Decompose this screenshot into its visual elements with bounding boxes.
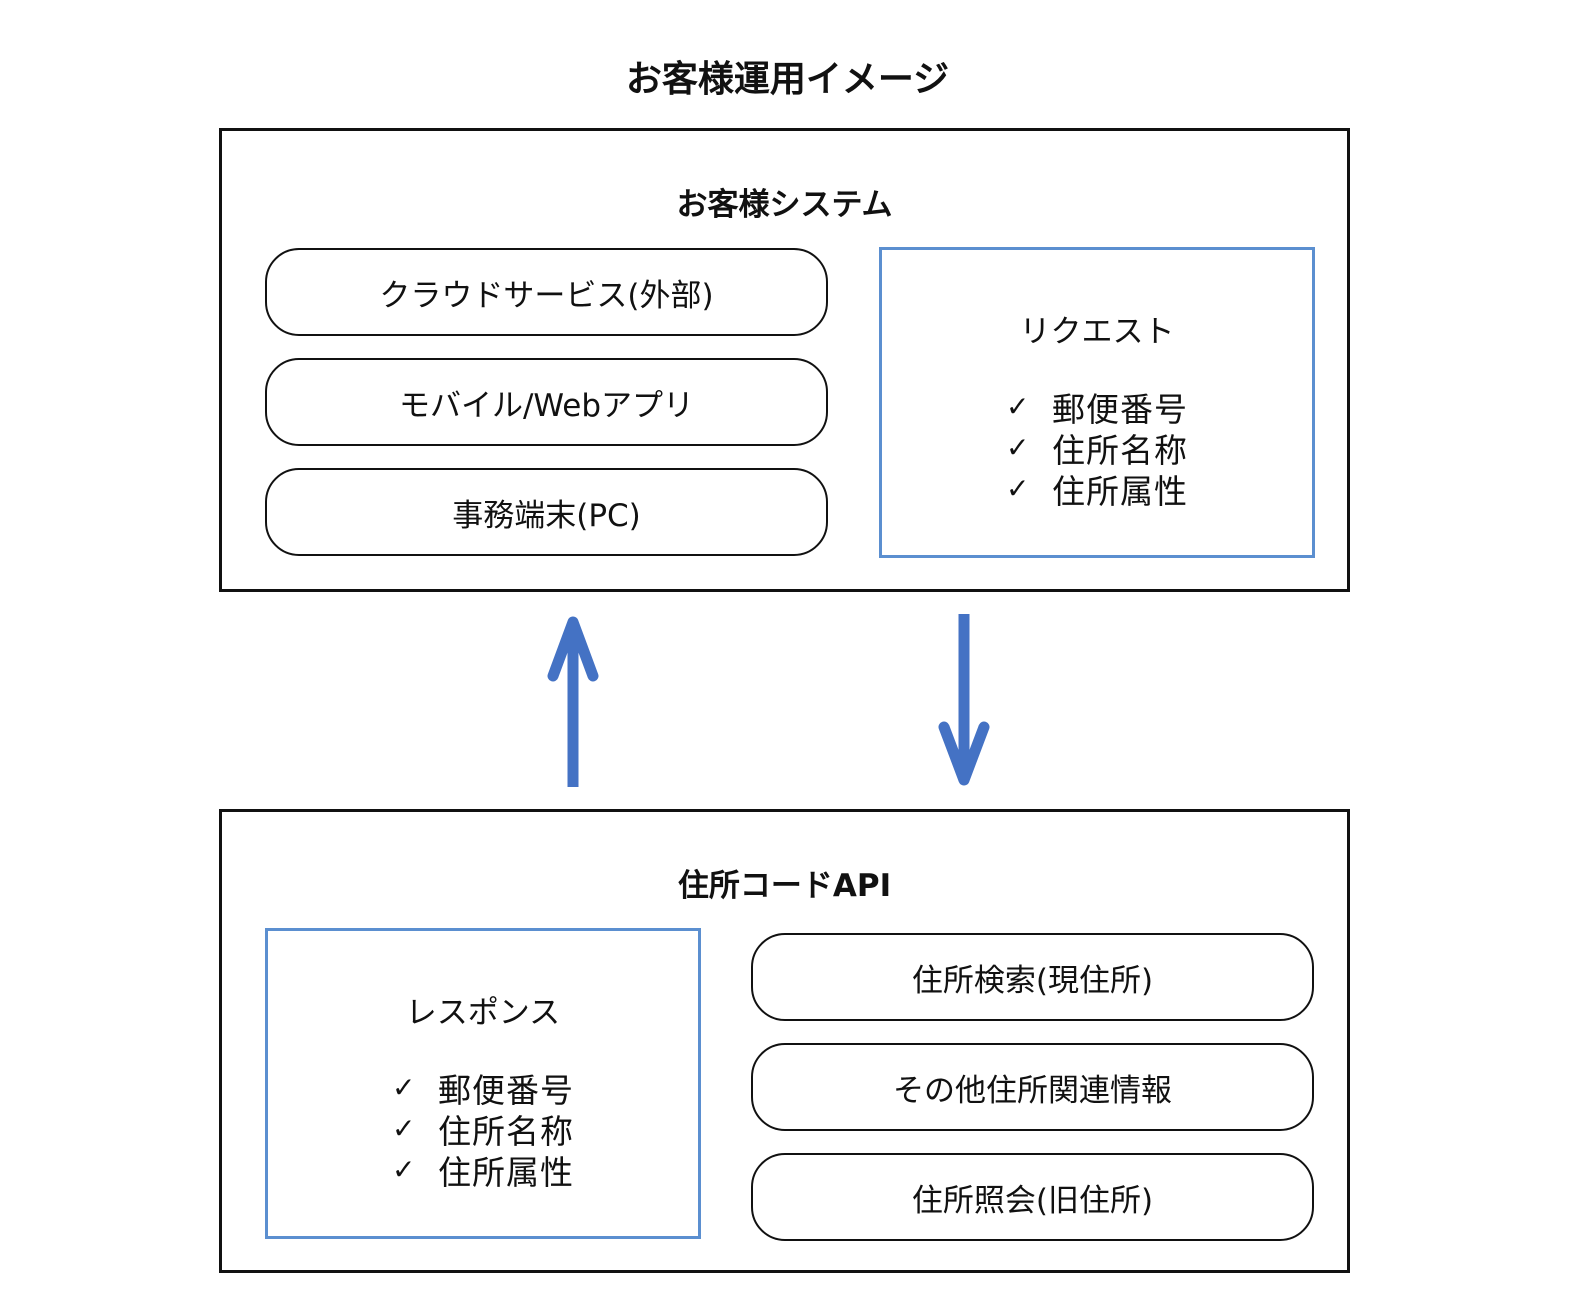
address-api-title: 住所コードAPI	[677, 868, 892, 904]
response-heading: レスポンス	[405, 995, 561, 1031]
response-item-label: 郵便番号	[438, 1070, 574, 1110]
check-icon: ✓	[392, 1112, 416, 1145]
request-item: ✓ 住所属性	[1006, 468, 1188, 511]
customer-system-title: お客様システム	[676, 187, 893, 223]
check-icon: ✓	[1006, 431, 1030, 464]
function-old-address-lookup: 住所照会(旧住所)	[751, 1153, 1314, 1241]
response-item: ✓ 郵便番号	[392, 1067, 574, 1110]
response-box: レスポンス ✓ 郵便番号 ✓ 住所名称 ✓ 住所属性	[265, 928, 701, 1239]
response-checklist: ✓ 郵便番号 ✓ 住所名称 ✓ 住所属性	[268, 1067, 698, 1192]
response-item: ✓ 住所属性	[392, 1149, 574, 1192]
function-current-address-search: 住所検索(現住所)	[751, 933, 1314, 1021]
request-down-arrow	[938, 614, 990, 786]
response-up-arrow	[547, 616, 599, 787]
request-item-label: 郵便番号	[1052, 389, 1188, 429]
request-item: ✓ 郵便番号	[1006, 386, 1188, 429]
client-mobile-web-app: モバイル/Webアプリ	[265, 358, 828, 446]
response-item: ✓ 住所名称	[392, 1108, 574, 1151]
check-icon: ✓	[392, 1071, 416, 1104]
request-item: ✓ 住所名称	[1006, 427, 1188, 470]
client-cloud-service: クラウドサービス(外部)	[265, 248, 828, 336]
check-icon: ✓	[392, 1153, 416, 1186]
diagram-title: お客様運用イメージ	[625, 59, 950, 100]
check-icon: ✓	[1006, 472, 1030, 505]
customer-system-box: お客様システム クラウドサービス(外部) モバイル/Webアプリ 事務端末(PC…	[219, 128, 1350, 592]
request-item-label: 住所名称	[1052, 430, 1188, 470]
check-icon: ✓	[1006, 390, 1030, 423]
request-item-label: 住所属性	[1052, 471, 1188, 511]
client-office-terminal: 事務端末(PC)	[265, 468, 828, 556]
response-item-label: 住所属性	[438, 1152, 574, 1192]
request-checklist: ✓ 郵便番号 ✓ 住所名称 ✓ 住所属性	[882, 386, 1312, 511]
request-box: リクエスト ✓ 郵便番号 ✓ 住所名称 ✓ 住所属性	[879, 247, 1315, 558]
function-other-address-info: その他住所関連情報	[751, 1043, 1314, 1131]
response-item-label: 住所名称	[438, 1111, 574, 1151]
address-api-box: 住所コードAPI レスポンス ✓ 郵便番号 ✓ 住所名称 ✓ 住所属性 住所検索…	[219, 809, 1350, 1273]
request-heading: リクエスト	[1019, 314, 1175, 350]
